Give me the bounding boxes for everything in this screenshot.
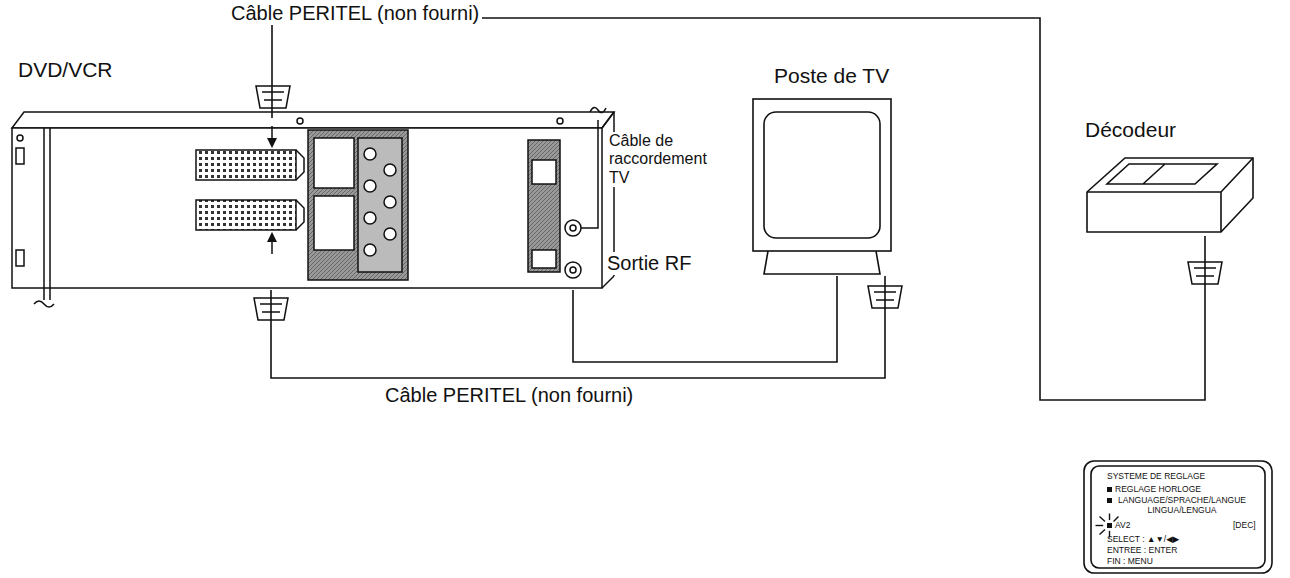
menu-text: AV2 xyxy=(1115,521,1130,531)
cable-label: Câble PERITEL (non fourni) xyxy=(382,384,636,407)
device-label: Décodeur xyxy=(1085,118,1176,142)
device-label: Poste de TV xyxy=(774,64,889,88)
menu-text: FIN : MENU xyxy=(1107,557,1153,567)
cable-label: Câble PERITEL (non fourni) xyxy=(228,2,482,25)
callout-label: Sortie RF xyxy=(604,252,694,275)
menu-text: [DEC] xyxy=(1233,521,1256,531)
setup-menu-screen: SYSTEME DE REGLAGE REGLAGE HORLOGELANGUAG… xyxy=(1083,460,1273,574)
scart-cable xyxy=(573,276,837,362)
dvd-vcr-unit: DVD/VCR xyxy=(12,118,602,290)
menu-text: LANGUAGE/SPRACHE/LANGUE LINGUA/LENGUA xyxy=(1115,496,1249,516)
menu-text: ENTREE : ENTER xyxy=(1107,546,1177,556)
menu-text: SYSTEME DE REGLAGE xyxy=(1107,472,1205,482)
decoder-outline xyxy=(1085,152,1255,236)
menu-text: SELECT : ▲▼/◀▶ xyxy=(1107,535,1179,545)
scart-cable xyxy=(272,18,1205,400)
callout-label: Câble de raccordement TV xyxy=(606,132,724,187)
tv-set-outline xyxy=(752,98,892,276)
device-label: DVD/VCR xyxy=(18,58,113,82)
menu-text: REGLAGE HORLOGE xyxy=(1115,485,1201,495)
scart-cable xyxy=(271,276,885,378)
decoder: Décodeur xyxy=(1085,152,1255,236)
tv-set: Poste de TV xyxy=(752,98,892,276)
